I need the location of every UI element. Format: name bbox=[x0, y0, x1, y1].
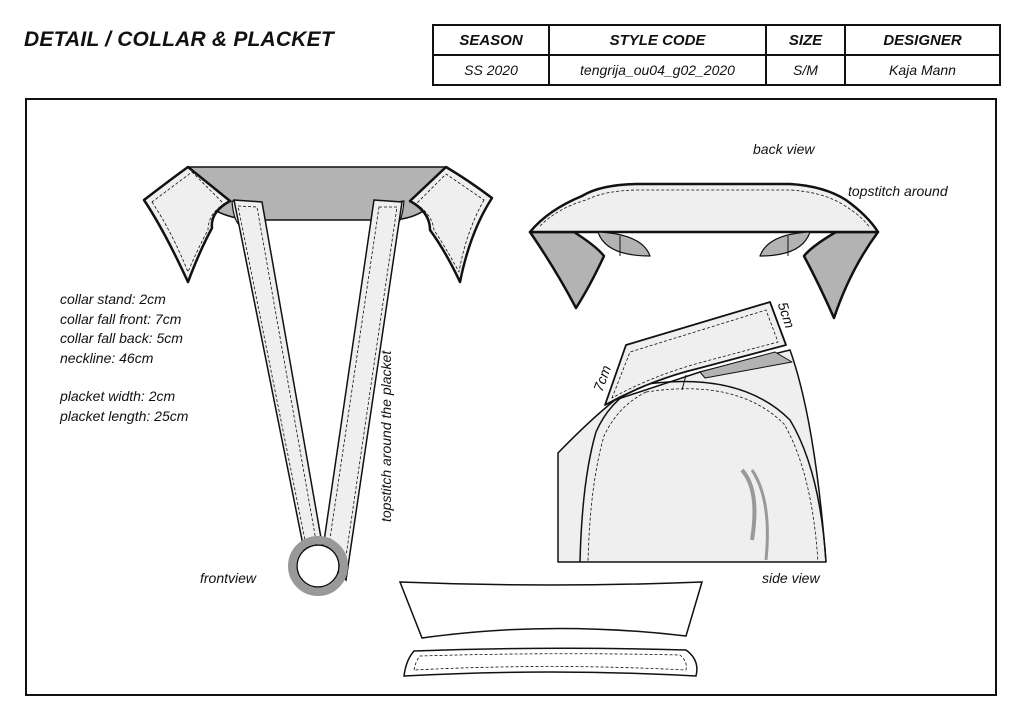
spec-placket-width: placket width: 2cm bbox=[60, 388, 176, 404]
collar-fall-pattern-piece bbox=[398, 581, 704, 639]
label-frontview: frontview bbox=[200, 570, 257, 586]
page-title: DETAIL / COLLAR & PLACKET bbox=[24, 28, 334, 51]
spec-header-row: SEASON STYLE CODE SIZE DESIGNER bbox=[432, 24, 1001, 56]
side-view-shirt bbox=[557, 301, 827, 563]
spec-notes: collar stand: 2cm collar fall front: 7cm… bbox=[60, 290, 188, 426]
spec-value-row: SS 2020 tengrija_ou04_g02_2020 S/M Kaja … bbox=[432, 54, 1001, 86]
value-style-code: tengrija_ou04_g02_2020 bbox=[548, 54, 767, 86]
header-designer: DESIGNER bbox=[844, 24, 1001, 56]
label-topstitch-placket: topstitch around the placket bbox=[378, 350, 394, 522]
front-view-placket bbox=[233, 199, 403, 596]
spec-neckline: neckline: 46cm bbox=[60, 349, 154, 366]
spec-collar-fall-back: collar fall back: 5cm bbox=[60, 330, 183, 346]
header-season: SEASON bbox=[432, 24, 550, 56]
value-designer: Kaja Mann bbox=[844, 54, 1001, 86]
spec-collar-stand: collar stand: 2cm bbox=[60, 291, 166, 307]
spec-collar-fall-front: collar fall front: 7cm bbox=[60, 310, 182, 327]
spec-placket-length: placket length: 25cm bbox=[60, 407, 189, 424]
value-season: SS 2020 bbox=[432, 54, 550, 86]
spec-table: SEASON STYLE CODE SIZE DESIGNER SS 2020 … bbox=[432, 24, 1001, 86]
label-back-view: back view bbox=[753, 141, 815, 157]
collar-stand-pattern-piece bbox=[403, 647, 698, 677]
header-style-code: STYLE CODE bbox=[548, 24, 767, 56]
label-topstitch-around: topstitch around bbox=[848, 183, 948, 199]
label-side-view: side view bbox=[762, 570, 820, 586]
back-view-collar bbox=[528, 182, 880, 320]
value-size: S/M bbox=[765, 54, 846, 86]
drawing-frame bbox=[25, 98, 997, 696]
front-view-collar bbox=[142, 165, 494, 284]
header-size: SIZE bbox=[765, 24, 846, 56]
